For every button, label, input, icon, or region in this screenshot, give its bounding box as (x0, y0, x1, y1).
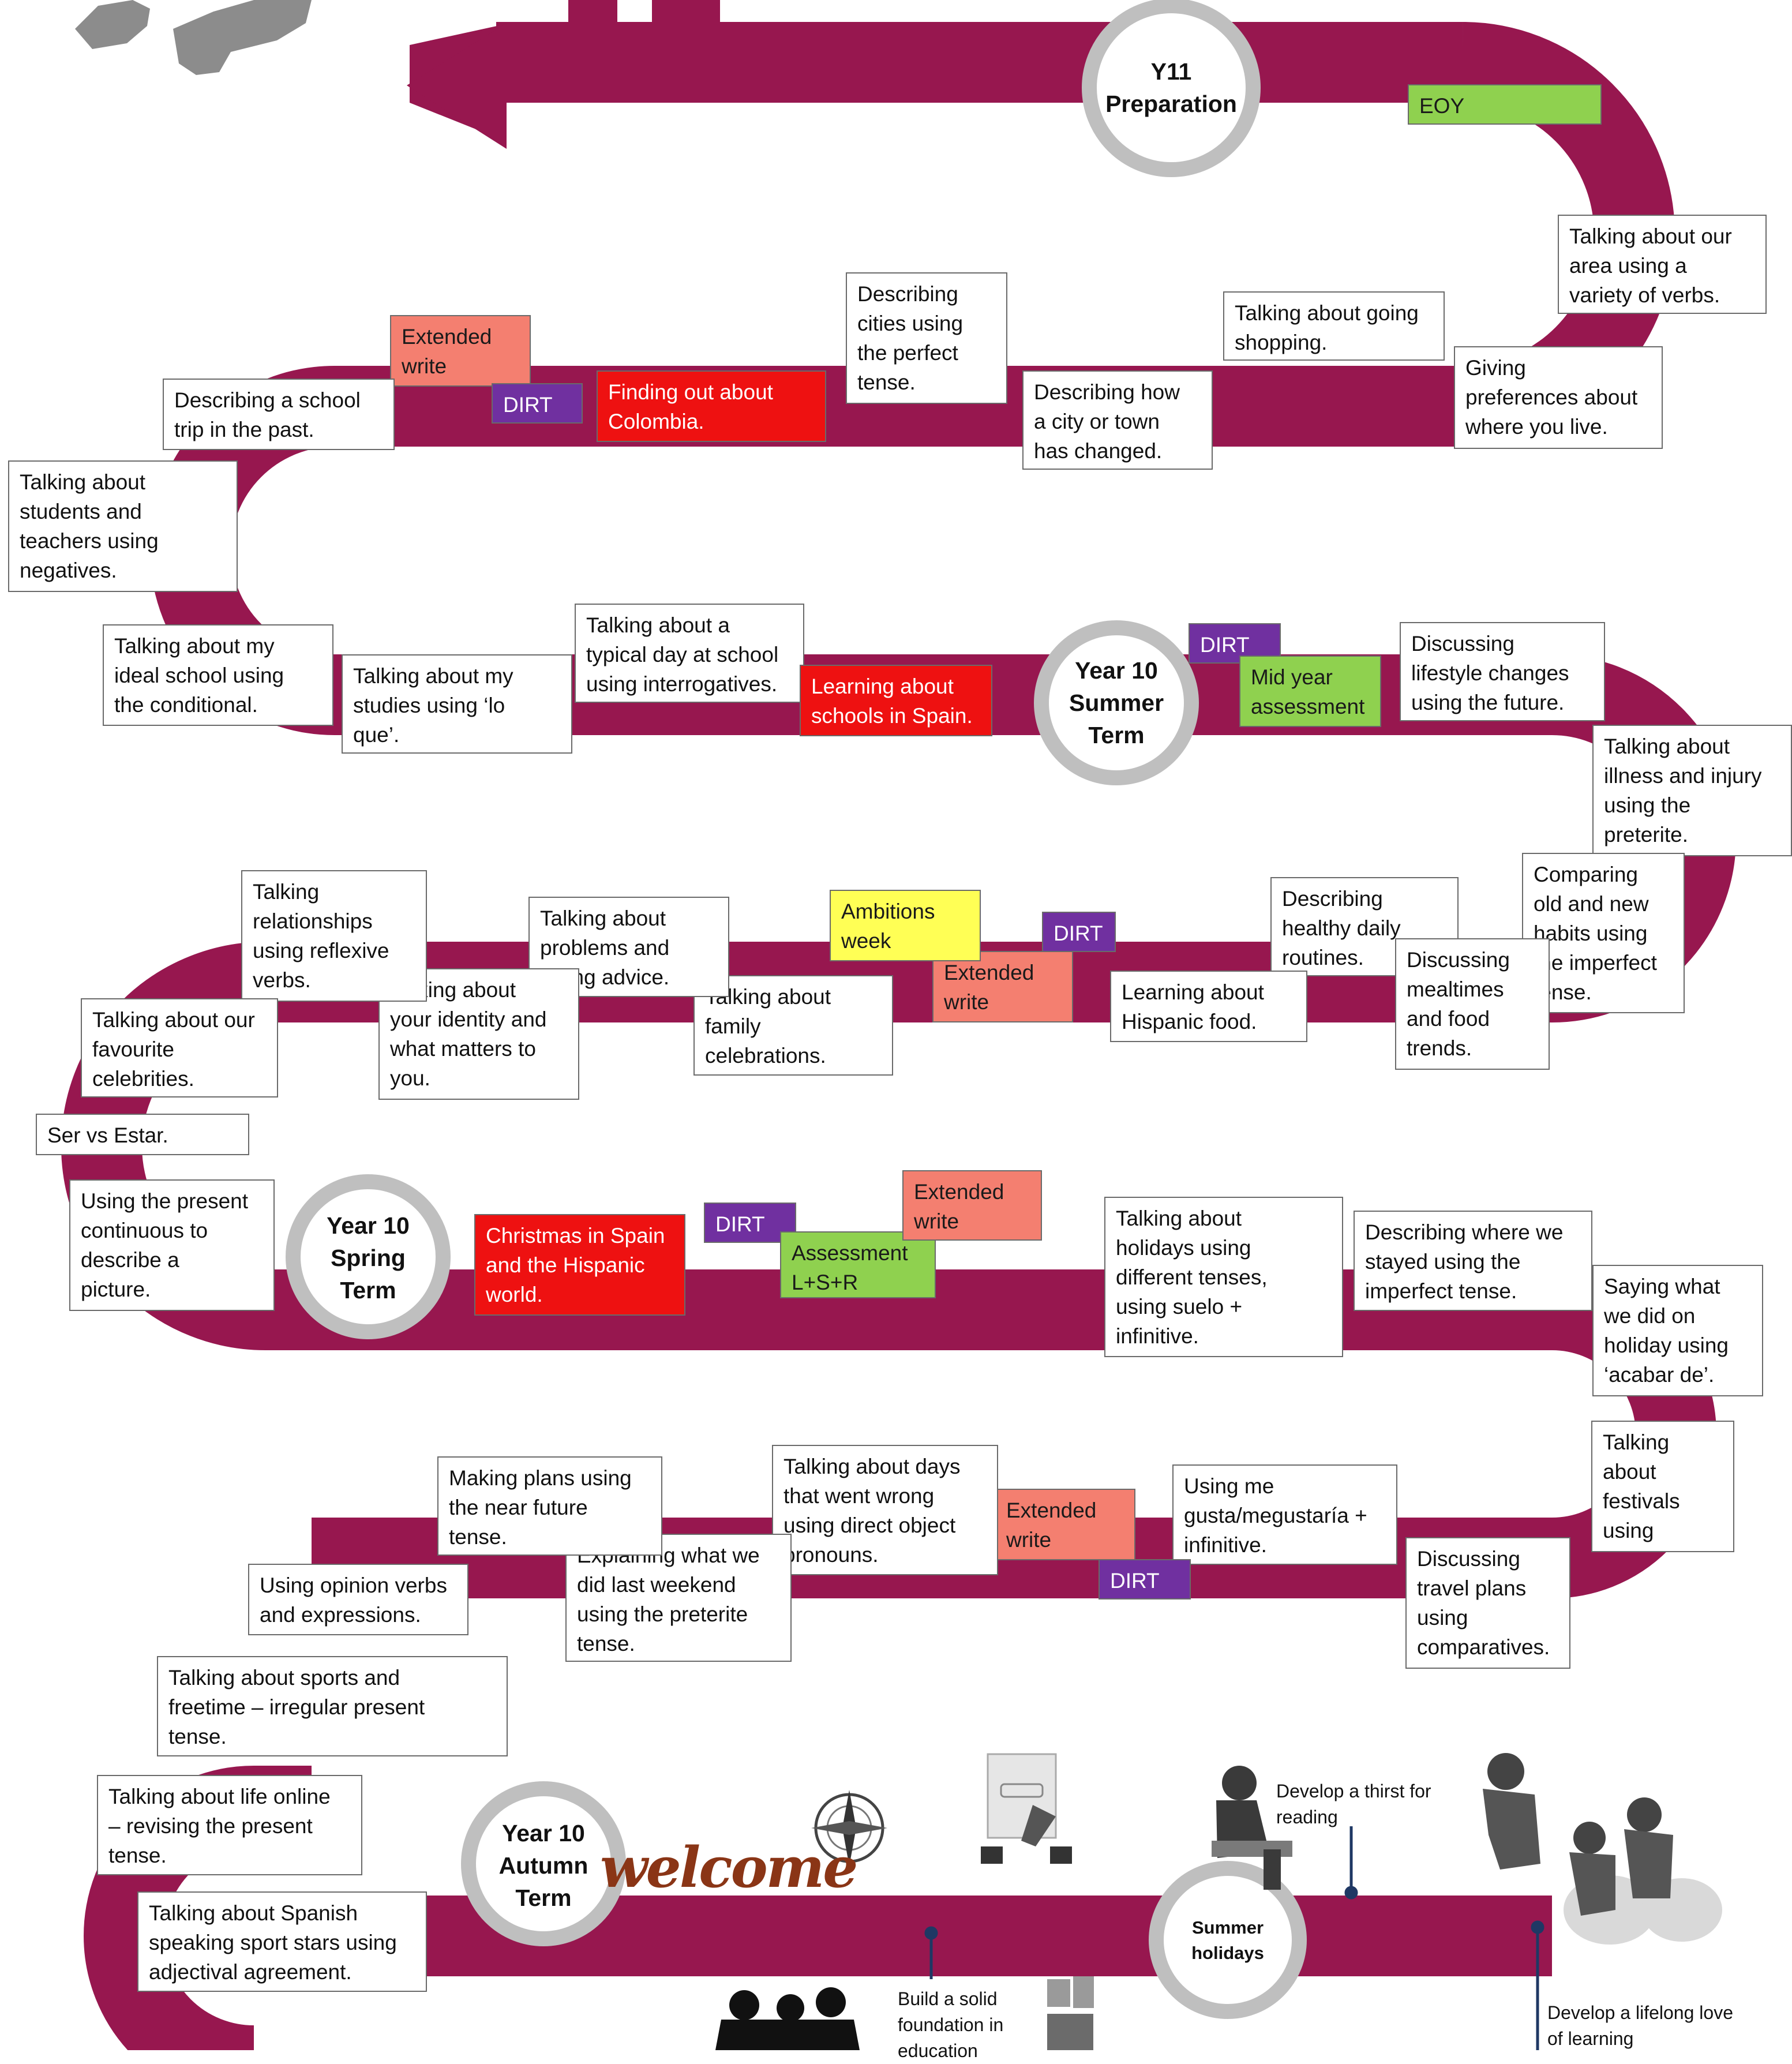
topic-dirt-3: DIRT (1042, 912, 1116, 952)
topic-typical-day: Talking about a typical day at school us… (575, 604, 804, 703)
topic-ideal-school: Talking about my ideal school using the … (103, 624, 333, 726)
topic-schools-spain: Learning about schools in Spain. (800, 665, 992, 736)
term-summer: Year 10 Summer Term (1069, 657, 1164, 748)
topic-dirt-4: DIRT (704, 1203, 796, 1243)
top-left-rocks (75, 0, 312, 75)
topic-eoy-assessments: EOY Assessments (1408, 84, 1602, 125)
topic-city-changed: Describing how a city or town has change… (1022, 370, 1213, 470)
students-desk-icon (715, 1987, 860, 2050)
topic-going-shopping: Talking about going shopping. (1223, 291, 1445, 361)
term-summer-holidays: Summer holidays (1191, 1917, 1264, 1963)
topic-preferences: Giving preferences about where you live. (1454, 346, 1663, 449)
topic-extended-write-2: Extended write (932, 951, 1073, 1022)
topic-ser-vs-estar: Ser vs Estar. (36, 1114, 249, 1155)
topic-where-stayed: Describing where we stayed using the imp… (1354, 1211, 1592, 1311)
welcome-logo: welcome (600, 1835, 858, 1900)
topic-ambitions-week: Ambitions week (830, 890, 981, 961)
road-arrow-stem-1 (568, 0, 617, 52)
term-autumn: Year 10 Autumn Term (498, 1820, 588, 1911)
topic-sports-freetime: Talking about sports and freetime – irre… (157, 1656, 508, 1756)
hikers-icon (1483, 1753, 1722, 1945)
topic-assessment-lsr: Assessment L+S+R (780, 1231, 936, 1298)
timeline-pins (924, 1826, 1544, 2050)
topic-illness-injury: Talking about illness and injury using t… (1592, 725, 1792, 856)
road-arrow-head (407, 23, 507, 149)
topic-extended-write-1: Extended write (390, 315, 531, 387)
topic-celebrities: Talking about our favourite celebrities. (81, 998, 278, 1097)
topic-hispanic-food: Learning about Hispanic food. (1110, 971, 1307, 1042)
compass-icon (811, 1790, 887, 1866)
reading-person-icon (1212, 1766, 1292, 1890)
topic-school-trip: Describing a school trip in the past. (163, 379, 395, 450)
topic-our-area: Talking about our area using a variety o… (1558, 215, 1767, 314)
approved-paper-icon (981, 1753, 1072, 1864)
topic-holidays-tenses: Talking about holidays using different t… (1104, 1197, 1343, 1357)
topic-describing-cities: Describing cities using the perfect tens… (846, 272, 1007, 404)
topic-mealtimes: Discussing mealtimes and food trends. (1395, 938, 1550, 1070)
topic-festivals: Talking about festivals using the superl… (1591, 1421, 1734, 1552)
term-rings (286, 0, 1307, 2019)
topic-christmas-spain: Christmas in Spain and the Hispanic worl… (474, 1214, 685, 1316)
topic-days-went-wrong: Talking about days that went wrong using… (772, 1445, 998, 1575)
topic-extended-write-4: Extended write (995, 1489, 1135, 1560)
topic-life-online: Talking about life online – revising the… (97, 1775, 362, 1875)
topic-sport-stars: Talking about Spanish speaking sport sta… (137, 1891, 427, 1992)
note-thirst-for-reading: Develop a thirst for reading (1276, 1781, 1431, 1827)
supplies-icon (1047, 1976, 1094, 2050)
topic-mid-year-assessment: Mid year assessment (1239, 655, 1381, 727)
note-lifelong-love: Develop a lifelong love of learning (1547, 2002, 1733, 2049)
topic-relationships: Talking relationships using reflexive ve… (241, 870, 427, 1002)
topic-lifestyle-changes: Discussing lifestyle changes using the f… (1400, 622, 1605, 721)
topic-me-gusta: Using me gusta/megustaría + infinitive. (1172, 1464, 1397, 1565)
note-solid-foundation: Build a solid foundation in education (898, 1988, 1004, 2061)
road-arrow-stem-2 (652, 0, 720, 52)
topic-extended-write-3: Extended write (902, 1170, 1042, 1241)
topic-present-continuous: Using the present continuous to describe… (69, 1179, 275, 1311)
topic-dirt-5: DIRT (1099, 1559, 1191, 1599)
topic-dirt-1: DIRT (492, 383, 583, 424)
topic-colombia: Finding out about Colombia. (597, 370, 826, 442)
topic-acabar-de: Saying what we did on holiday using ‘aca… (1592, 1265, 1763, 1396)
topic-lo-que: Talking about my studies using ‘lo que’. (342, 654, 572, 754)
topic-near-future: Making plans using the near future tense… (437, 1456, 662, 1556)
term-spring: Year 10 Spring Term (327, 1212, 410, 1303)
topic-students-teachers: Talking about students and teachers usin… (8, 460, 238, 592)
topic-travel-plans: Discussing travel plans using comparativ… (1405, 1537, 1570, 1669)
term-y11-preparation: Y11 Preparation (1105, 58, 1237, 117)
topic-opinion-verbs: Using opinion verbs and expressions. (248, 1564, 468, 1635)
